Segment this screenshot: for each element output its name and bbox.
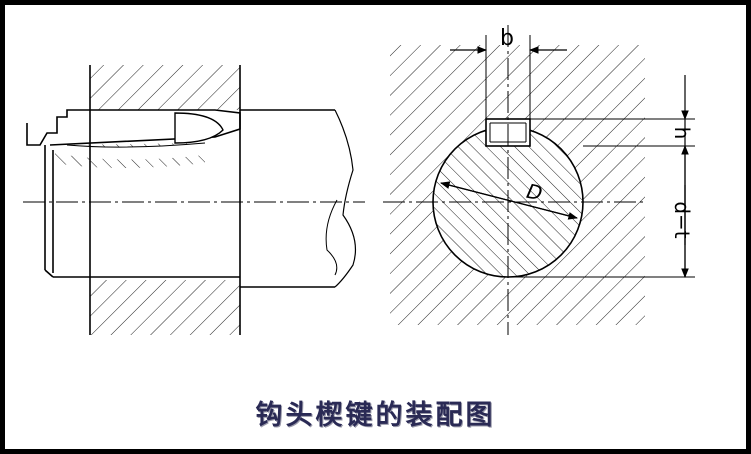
shaft-break-line xyxy=(334,109,356,288)
assembly-drawing: b D h d−t xyxy=(23,25,695,335)
side-section-view xyxy=(23,65,365,335)
depth-label: d−t xyxy=(670,201,694,238)
diameter-label: D xyxy=(524,179,544,206)
figure-caption: 钩头楔键的装配图 xyxy=(255,400,496,431)
cross-section-view xyxy=(383,25,695,335)
key-width-label: b xyxy=(500,26,514,51)
hub-upper-section xyxy=(90,65,240,110)
hub-cross-hatch xyxy=(390,45,645,325)
key-height-label: h xyxy=(670,127,694,140)
hub-lower-section xyxy=(90,280,240,335)
gib-head-key xyxy=(26,109,241,146)
